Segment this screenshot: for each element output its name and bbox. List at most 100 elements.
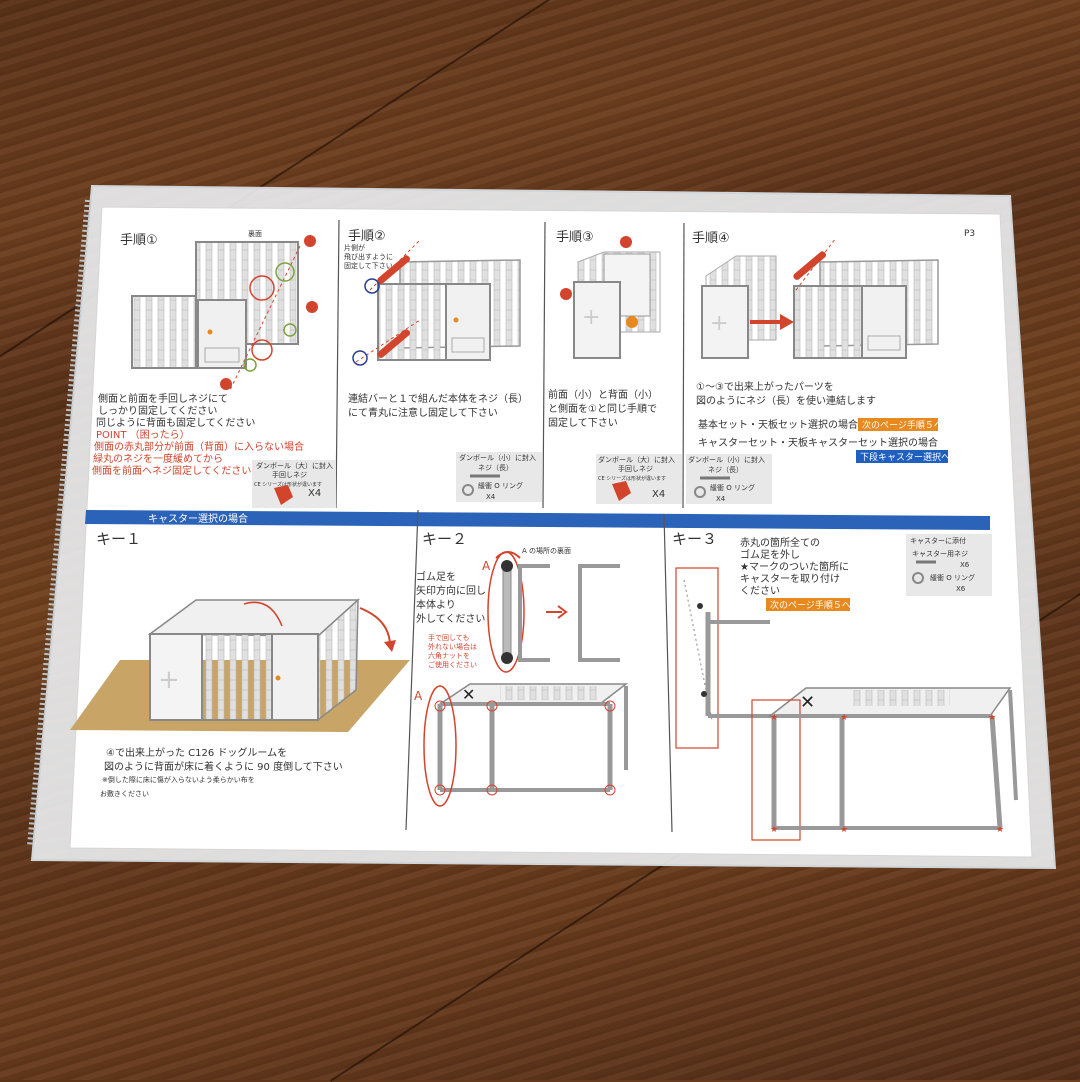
step-4-parts-box: ダンボール（小）に封入 ネジ（長） 緩衝 O リング X4 (686, 454, 772, 504)
step-4-parts-box-title: ダンボール（小）に封入 (688, 455, 765, 464)
step-3-title: 手順③ (556, 230, 594, 245)
thumb-screw-icon (612, 481, 631, 501)
step-1-point: POINT （困ったら） (96, 429, 190, 441)
key-1-line-1: ④で出来上がった C126 ドッグルームを (106, 746, 287, 759)
key-3-parts-box-name: キャスター用ネジ (912, 549, 968, 558)
step-3-panel: 手順③ + 前面（小）と背面（小） と側面を①と同じ手順で 固定して下さい ダン… (548, 230, 682, 504)
key-3-title: キー３ (672, 530, 717, 548)
caster-banner (85, 510, 990, 530)
thumb-screw-icon (274, 485, 293, 505)
key-2-panel: キー２ A の場所の裏面 A ゴム足を 矢印方向に回し 本体より 外してください… (414, 530, 629, 807)
key-3-line-3: ★マークのついた箇所に (740, 560, 849, 573)
step-3-line-2: と側面を①と同じ手順で (548, 402, 657, 415)
step-2-parts-box-qty: X4 (486, 493, 496, 501)
step-4-parts-box-qty: X4 (716, 495, 726, 503)
star-mark-icon: ★ (988, 713, 996, 723)
step-3-line-1: 前面（小）と背面（小） (548, 388, 658, 401)
step-1-parts-box-note: CE シリーズは形状が違います (254, 481, 322, 488)
key-3-line-5: ください (740, 585, 780, 597)
star-mark-icon: ★ (770, 713, 778, 723)
step-4-option-1-tag-text: 次のページ手順５へ (862, 419, 943, 431)
svg-text:✕: ✕ (462, 685, 475, 704)
step-4-option-1-tag (858, 418, 938, 431)
step-1-line-1: 側面と前面を手回しネジにて (98, 392, 228, 405)
star-mark-icon: ★ (996, 825, 1004, 835)
key-1-illustration: + (70, 598, 410, 732)
step-1-point-line-3: 側面を前面へネジ固定してください (92, 464, 251, 477)
step-4-parts-box-ring: 緩衝 O リング (710, 483, 755, 492)
caster-banner-text: キャスター選択の場合 (148, 512, 248, 525)
key-1-panel: キー１ + ④で出来上がった C126 ドッグルームを 図のように背面が床に着く… (70, 530, 410, 798)
step-2-note-3: 固定して下さい (344, 261, 393, 270)
step-1-parts-box-title: ダンボール（大）に封入 (256, 461, 333, 470)
step-1-line-3: 同じように背面も固定してください (96, 416, 255, 429)
key-1-line-2: 図のように背面が床に着くように 90 度倒して下さい (104, 760, 343, 773)
step-2-note-1: 片側が (344, 243, 365, 252)
step-2-line-1: 連結バーと１で組んだ本体をネジ（長） (348, 392, 528, 405)
step-2-title: 手順② (348, 229, 386, 244)
key-3-tag (766, 598, 850, 611)
o-ring-icon (462, 484, 474, 496)
key-2-line-2: 矢印方向に回し (416, 584, 486, 597)
key-2-line-3: 本体より (416, 598, 456, 611)
key-2-detail-illustration (487, 551, 620, 673)
key-3-frame-illustration: ✕ ★ ★ ★ ★ ★ ★ (751, 687, 1018, 841)
key-2-title: キー２ (422, 530, 467, 548)
step-3-line-3: 固定して下さい (548, 416, 618, 429)
svg-text:✕: ✕ (800, 692, 815, 713)
step-3-parts-box: ダンボール（大）に封入 手回しネジ CE シリーズは形状が違います X4 (596, 454, 682, 504)
key-2-line-4: 外してください (416, 613, 485, 625)
step-3-parts-box-name: 手回しネジ (618, 464, 653, 473)
step-4-line-2: 図のようにネジ（長）を使い連結します (696, 394, 876, 407)
step-4-title: 手順④ (692, 231, 730, 246)
key-2-label-a-bottom: A (414, 689, 423, 703)
step-2-parts-box-title: ダンボール（小）に封入 (459, 453, 536, 462)
key-1-note-2: お敷きください (100, 789, 149, 798)
o-ring-icon (694, 486, 706, 498)
key-2-note-2: 外れない場合は (428, 642, 477, 651)
step-2-parts-box-ring: 緩衝 O リング (478, 481, 523, 490)
key-2-note-4: ご使用ください (428, 660, 477, 669)
key-2-note-3: 六角ナットを (428, 651, 470, 660)
step-1-parts-box: ダンボール（大）に封入 手回しネジ CE シリーズは形状が違います X4 (252, 460, 336, 508)
step-1-point-line-2: 緑丸のネジを一度緩めてから (93, 452, 223, 465)
step-1-line-2: しっかり固定してください (98, 404, 217, 417)
svg-text:+: + (158, 665, 180, 695)
step-3-parts-box-title: ダンボール（大）に封入 (598, 455, 675, 464)
rubber-foot-icon (501, 560, 513, 572)
key-2-label-a: A (482, 559, 491, 573)
step-1-illustration (131, 235, 318, 391)
step-2-parts-box: ダンボール（小）に封入 ネジ（長） 緩衝 O リング X4 (456, 452, 542, 502)
step-1-title: 手順① (120, 233, 158, 248)
key-2-top-label: A の場所の裏面 (522, 546, 571, 555)
key-1-title: キー１ (96, 530, 141, 548)
step-2-note-2: 飛び出すように (344, 252, 393, 261)
key-3-parts-box-title: キャスターに添付 (910, 536, 966, 545)
step-1-parts-box-name: 手回しネジ (272, 470, 307, 479)
step-3-parts-box-note: CE シリーズは形状が違います (598, 475, 666, 482)
key-3-line-1: 赤丸の箇所全ての (740, 536, 820, 549)
step-1-parts-box-qty: X4 (308, 488, 321, 499)
step-2-illustration (352, 239, 521, 366)
step-4-panel: 手順④ + ①〜③で出来上がったパーツを 図のようにネジ（長）を使い連結します … (686, 231, 950, 504)
key-3-line-2: ゴム足を外し (740, 548, 800, 561)
step-4-illustration: + (701, 237, 939, 359)
step-4-parts-box-name: ネジ（長） (708, 466, 743, 474)
star-mark-icon: ★ (840, 713, 848, 723)
key-3-panel: キー３ 赤丸の箇所全ての ゴム足を外し ★マークのついた箇所に キャスターを取り… (672, 530, 1018, 841)
step-4-line-1: ①〜③で出来上がったパーツを (696, 380, 834, 393)
key-3-parts-box-qty: X6 (960, 561, 970, 569)
page-number: P3 (964, 229, 975, 239)
svg-text:+: + (582, 305, 600, 330)
key-1-note-1: ※倒した際に床に傷が入らないよう柔らかい布を (102, 775, 255, 784)
key-2-line-1: ゴム足を (416, 570, 456, 583)
rotate-arrow-icon (495, 551, 521, 559)
step-4-option-1: 基本セット・天板セット選択の場合 (698, 418, 858, 431)
step-2-line-2: にて青丸に注意し固定して下さい (348, 406, 498, 419)
o-ring-icon (912, 572, 924, 584)
step-2-panel: 手順② 片側が 飛び出すように 固定して下さい 連結バーと１で組んだ本体をネジ（… (344, 229, 542, 502)
step-2-parts-box-name: ネジ（長） (478, 464, 513, 472)
step-4-option-2: キャスターセット・天板キャスターセット選択の場合 (698, 436, 938, 449)
step-4-option-2-tag (856, 450, 948, 463)
